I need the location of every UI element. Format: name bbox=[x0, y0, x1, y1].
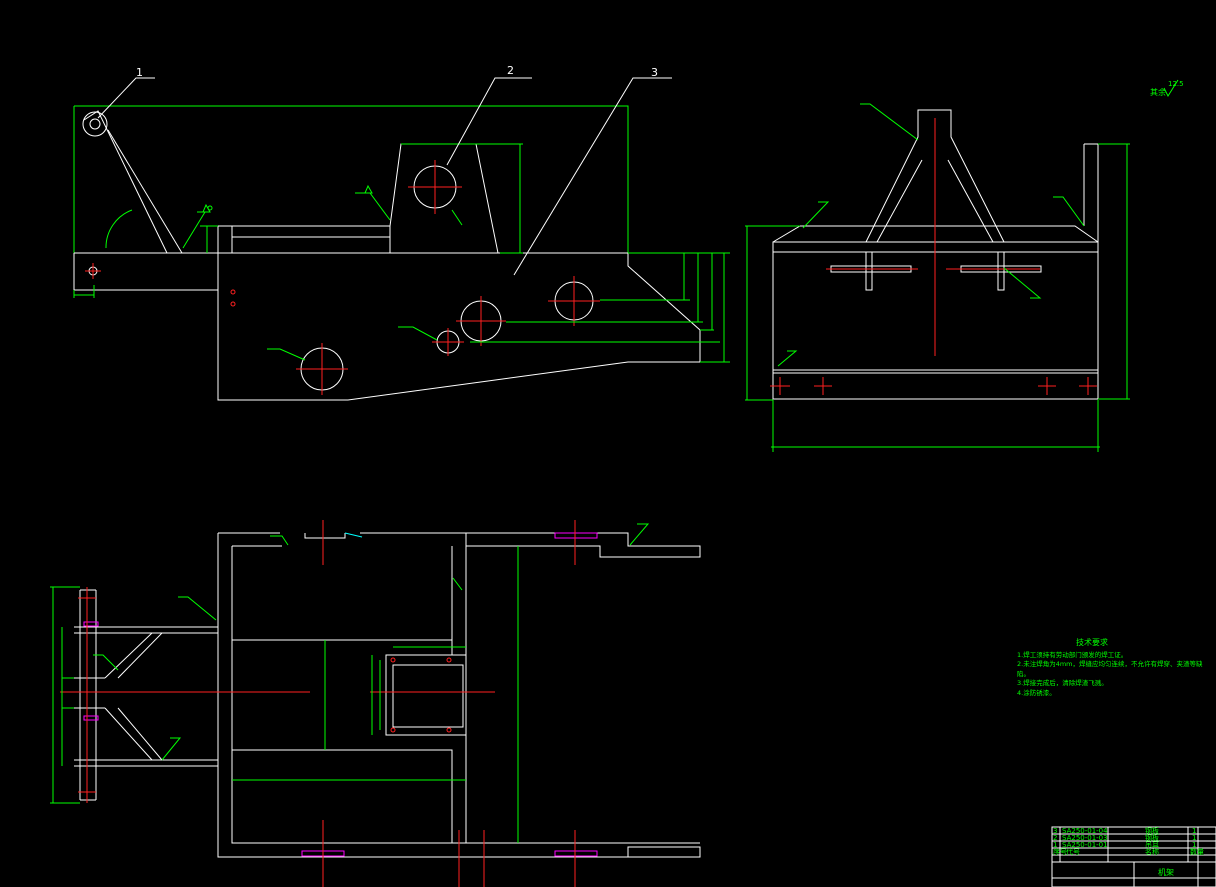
balloon-2: 2 bbox=[507, 64, 514, 77]
title-row-code: SA250-01-01 bbox=[1062, 841, 1108, 849]
hole bbox=[296, 343, 348, 395]
title-header-qty: 数量 bbox=[1190, 847, 1204, 856]
title-row-name: 钢板 bbox=[1145, 826, 1159, 835]
hole bbox=[85, 263, 101, 279]
requirement-item: 2.未注焊角为4mm，焊缝应均匀连续，不允许有焊穿、夹渣等缺陷。 bbox=[1017, 660, 1203, 678]
title-header-no: 序号 bbox=[1053, 847, 1067, 856]
title-row-qty: 1 bbox=[1192, 841, 1196, 849]
technical-requirements-title: 技术要求 bbox=[1076, 638, 1108, 647]
balloon-3: 3 bbox=[651, 66, 658, 79]
title-row-qty: 1 bbox=[1192, 827, 1196, 835]
title-row-no: 3 bbox=[1053, 827, 1057, 835]
title-row-name: 钢板 bbox=[1145, 833, 1159, 842]
hole bbox=[548, 276, 600, 326]
drawing-name: 机架 bbox=[1158, 867, 1174, 877]
balloon-1: 1 bbox=[136, 66, 143, 79]
title-row-no: 1 bbox=[1053, 841, 1057, 849]
requirement-item: 4.涂防锈漆。 bbox=[1017, 688, 1056, 697]
top-view bbox=[50, 520, 701, 887]
front-view: 1 2 3 bbox=[73, 64, 730, 401]
roughness-symbol-icon bbox=[1163, 79, 1179, 98]
title-row-code: SA250-01-04 bbox=[1062, 827, 1108, 835]
technical-requirements: 技术要求 1.焊工须持有劳动部门颁发的焊工证。 2.未注焊角为4mm，焊缝应均匀… bbox=[1017, 638, 1207, 698]
title-row-name: 吊耳 bbox=[1145, 841, 1159, 849]
title-header-name: 名称 bbox=[1145, 847, 1159, 856]
requirement-item: 1.焊工须持有劳动部门颁发的焊工证。 bbox=[1017, 650, 1128, 659]
requirement-item: 3.焊接完成后，清除焊渣飞溅。 bbox=[1017, 679, 1108, 687]
hole bbox=[408, 160, 462, 214]
title-row-qty: 1 bbox=[1192, 834, 1196, 842]
title-block: 3 SA250-01-04 钢板 1 2 SA250-01-03 钢板 1 1 … bbox=[1051, 826, 1216, 887]
hole bbox=[432, 328, 464, 356]
hole bbox=[456, 296, 506, 346]
side-view: 其余 12.5 bbox=[745, 79, 1184, 452]
roughness-note: 其余 bbox=[1150, 87, 1166, 97]
title-row-no: 2 bbox=[1053, 834, 1057, 842]
title-header-code: 代号 bbox=[1066, 847, 1080, 856]
title-row-code: SA250-01-03 bbox=[1062, 834, 1108, 842]
